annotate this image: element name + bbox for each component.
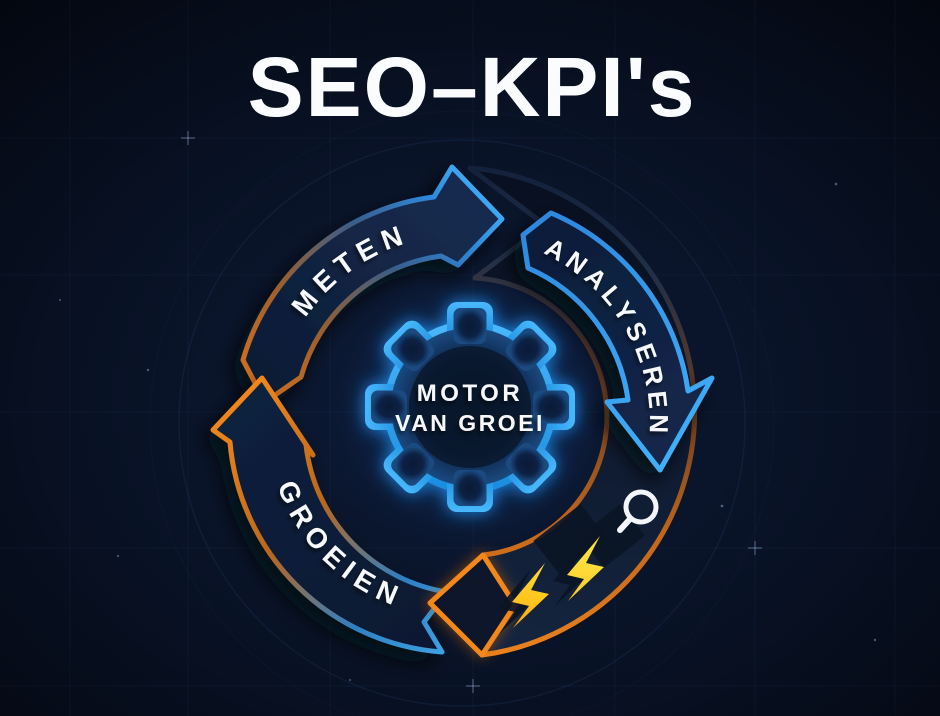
grid-glow-crosses	[181, 131, 762, 693]
page-title: SEO–KPI's	[248, 40, 697, 134]
lightning-bolt-icon	[512, 563, 549, 628]
center-label-line1: MOTOR	[417, 380, 523, 407]
lightning-bolt-icon-2	[567, 536, 604, 601]
decorative-rings	[149, 110, 775, 716]
center-label-line2: VAN GROEI	[395, 410, 545, 436]
meten-arrow	[240, 164, 505, 405]
star-dots	[59, 86, 877, 681]
groeien-arrow	[210, 375, 450, 655]
magnifier-icon	[617, 489, 659, 533]
analyseren-arrow	[520, 210, 715, 473]
gear-icon	[365, 302, 575, 512]
